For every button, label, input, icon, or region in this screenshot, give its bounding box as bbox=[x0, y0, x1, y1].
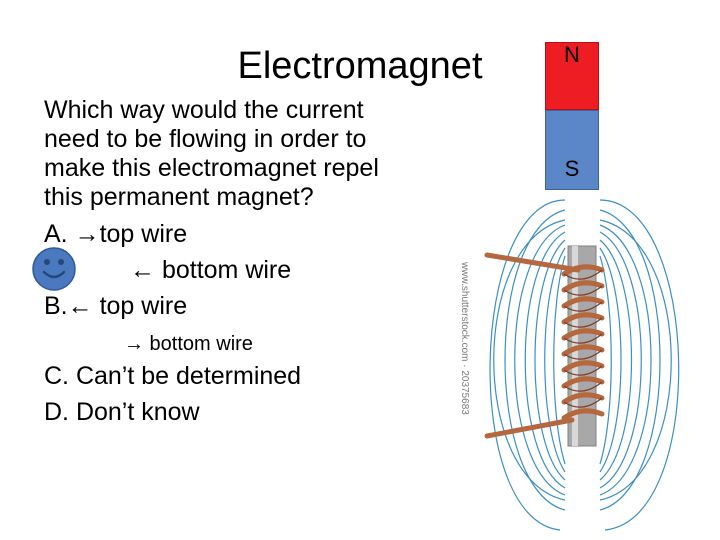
option-c: C. Can’t be determined bbox=[44, 362, 302, 390]
magnet-north-pole bbox=[545, 42, 599, 110]
permanent-magnet bbox=[545, 42, 599, 190]
left-arrow-icon: ← bbox=[67, 292, 93, 320]
option-b-bottom: → bottom wire bbox=[124, 330, 253, 359]
option-a-bottom-label: bottom wire bbox=[161, 256, 292, 284]
electromagnet-illustration bbox=[484, 199, 680, 531]
option-a-bottom: ← bottom wire bbox=[130, 256, 291, 285]
right-arrow-icon: → bbox=[74, 220, 100, 248]
left-arrow-icon: ← bbox=[130, 256, 155, 284]
smiley-face-icon bbox=[32, 247, 76, 291]
option-b-top: B.← top wire bbox=[44, 292, 187, 321]
question-line-2: need to be flowing in order to bbox=[44, 125, 367, 153]
magnetic-field-lines bbox=[489, 199, 680, 531]
option-d: D. Don’t know bbox=[44, 398, 200, 426]
stock-watermark: www.shutterstock.com · 20375683 bbox=[459, 262, 470, 415]
north-label: N bbox=[564, 42, 580, 67]
right-arrow-icon: → bbox=[124, 333, 144, 355]
option-b-bottom-label: bottom wire bbox=[144, 333, 253, 355]
question-line-3: make this electromagnet repel bbox=[44, 154, 379, 182]
option-b-top-label: top wire bbox=[92, 292, 188, 320]
magnet-south-pole bbox=[545, 110, 599, 190]
coil-wire bbox=[484, 252, 605, 439]
option-a-top: A. →top wire bbox=[44, 220, 187, 249]
question-line-4: this permanent magnet? bbox=[44, 183, 314, 211]
question-line-1: Which way would the current bbox=[44, 96, 364, 124]
option-a-prefix: A. bbox=[44, 220, 75, 248]
south-label: S bbox=[564, 156, 580, 181]
slide-title: Electromagnet bbox=[237, 45, 483, 87]
option-b-prefix: B. bbox=[44, 292, 68, 320]
option-a-top-label: top wire bbox=[99, 220, 188, 248]
